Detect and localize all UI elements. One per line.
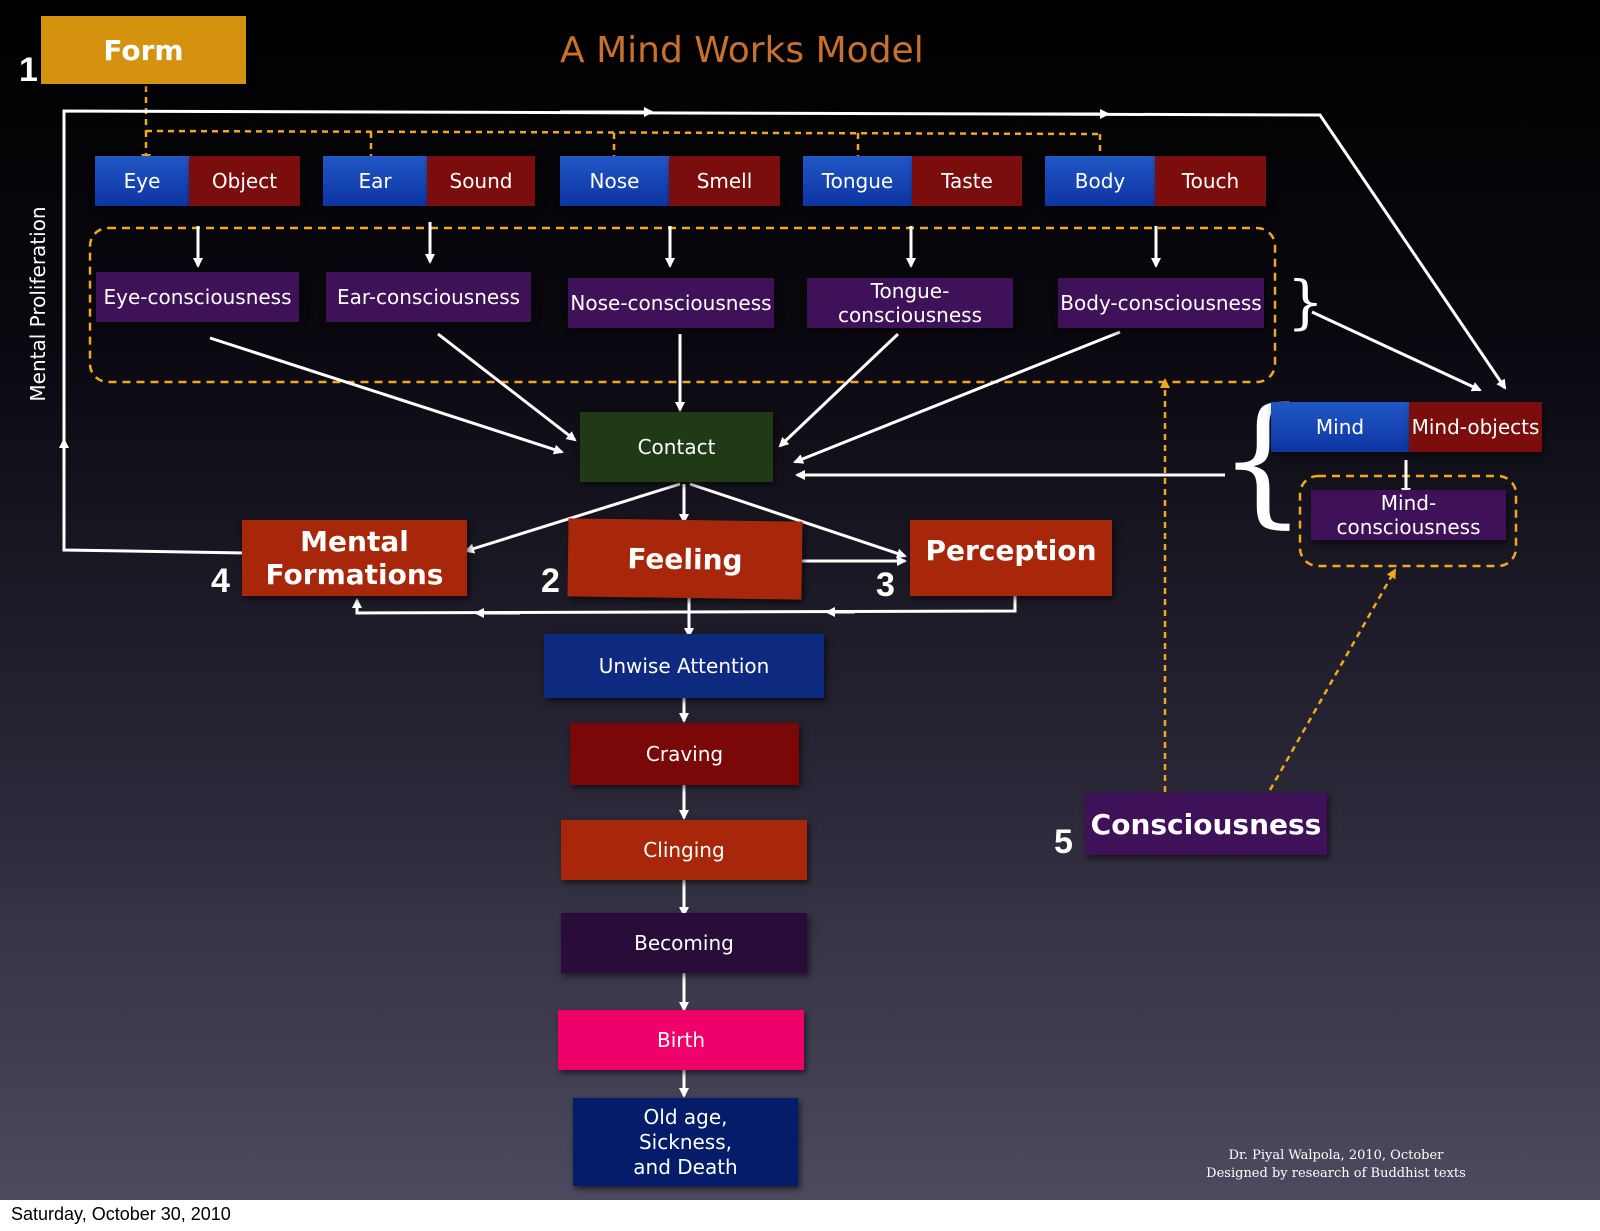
credit-line-2: Designed by research of Buddhist texts xyxy=(1206,1166,1466,1181)
becoming-box: Becoming xyxy=(561,913,807,973)
mind-objects-box: Mind-objects xyxy=(1409,402,1542,452)
credit-line-1: Dr. Piyal Walpola, 2010, October xyxy=(1228,1148,1444,1163)
nose-organ-box: Nose xyxy=(560,156,669,206)
step-number-5: 5 xyxy=(1054,823,1073,861)
mind-organ-box: Mind xyxy=(1271,402,1409,452)
body-consciousness-box: Body-consciousness xyxy=(1058,278,1264,328)
object-box: Object xyxy=(189,156,300,206)
sound-box: Sound xyxy=(427,156,535,206)
clinging-box: Clinging xyxy=(561,820,807,880)
closing-brace: } xyxy=(1287,268,1324,336)
ear-consciousness-box: Ear-consciousness xyxy=(326,272,531,322)
taste-box: Taste xyxy=(912,156,1022,206)
eye-organ-box: Eye xyxy=(95,156,189,206)
eye-consciousness-box: Eye-consciousness xyxy=(96,272,299,322)
craving-box: Craving xyxy=(570,723,799,785)
flow-arrows xyxy=(59,107,1507,1098)
step-number-4: 4 xyxy=(211,562,230,600)
nose-consciousness-box: Nose-consciousness xyxy=(568,278,774,328)
mental-formations-box: Mental Formations xyxy=(242,520,467,596)
mental-proliferation-label: Mental Proliferation xyxy=(26,206,50,402)
tongue-organ-box: Tongue xyxy=(803,156,912,206)
sense-consciousness-group xyxy=(88,226,1277,384)
step-number-2: 2 xyxy=(541,562,560,600)
tongue-consciousness-box: Tongue-consciousness xyxy=(807,278,1013,328)
smell-box: Smell xyxy=(669,156,780,206)
consciousness-box: Consciousness xyxy=(1085,793,1327,855)
feeling-box: Feeling xyxy=(567,518,803,600)
mind-consciousness-box: Mind-consciousness xyxy=(1311,490,1506,540)
old-age-sickness-death-box: Old age, Sickness, and Death xyxy=(573,1098,798,1186)
slide: Form 1 A Mind Works Model Mental Prolife… xyxy=(0,0,1600,1200)
body-organ-box: Body xyxy=(1045,156,1155,206)
step-number-1: 1 xyxy=(19,51,38,89)
footer-date: Saturday, October 30, 2010 xyxy=(11,1204,231,1224)
unwise-attention-box: Unwise Attention xyxy=(544,634,824,698)
form-distribution-lines xyxy=(141,86,1397,792)
mind-consciousness-group xyxy=(1298,474,1518,568)
ear-organ-box: Ear xyxy=(323,156,427,206)
step-number-3: 3 xyxy=(876,566,895,604)
birth-box: Birth xyxy=(558,1010,804,1070)
perception-box: Perception xyxy=(910,520,1112,596)
contact-box: Contact xyxy=(580,412,773,482)
touch-box: Touch xyxy=(1155,156,1266,206)
form-box: Form xyxy=(41,16,246,84)
diagram-title: A Mind Works Model xyxy=(560,30,924,71)
connector-layer xyxy=(59,86,1518,1098)
